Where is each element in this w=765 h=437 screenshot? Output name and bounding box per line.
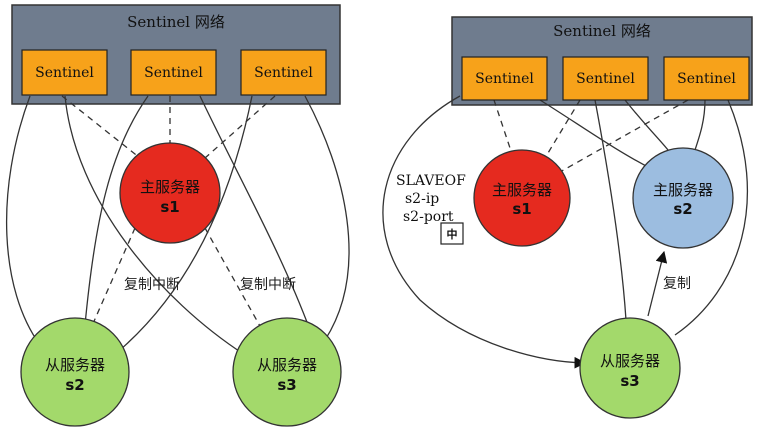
- left-sentinel3-s2-link: [119, 95, 253, 351]
- left-sentinel-2-label: Sentinel: [144, 65, 203, 81]
- right-sentinel3-s2-link: [694, 99, 706, 151]
- left-edges: [5, 95, 350, 356]
- left-edge-label-b: 复制中断: [240, 276, 296, 293]
- right-old-master-node: 主服务器 s1: [473, 149, 571, 247]
- right-sentinel1-s2-link: [539, 99, 651, 169]
- right-new-master-id: s2: [673, 200, 692, 218]
- right-sentinel-3-label: Sentinel: [677, 71, 736, 87]
- ime-indicator: 中: [440, 222, 464, 245]
- left-edge-label-a: 复制中断: [124, 276, 180, 293]
- right-s3-to-s2-replication-arrow: [647, 250, 668, 317]
- right-slave-s3-node: 从服务器 s3: [579, 317, 681, 419]
- right-sentinel-2: Sentinel: [562, 56, 649, 101]
- left-sentinel3-s3-link: [304, 95, 350, 341]
- right-replication-label: 复制: [663, 275, 691, 292]
- left-slave-s3-label: 从服务器: [257, 356, 317, 374]
- left-slave-s2-node: 从服务器 s2: [20, 317, 130, 427]
- right-slaveof-command: SLAVEOF s2-ip s2-port: [396, 173, 466, 225]
- left-panel-title: Sentinel 网络: [127, 13, 225, 31]
- right-old-master-id: s1: [512, 200, 531, 218]
- left-sentinel1-master-link: [61, 95, 141, 159]
- right-new-master-node: 主服务器 s2: [632, 147, 734, 249]
- right-slaveof-line-2: s2-ip: [405, 191, 439, 207]
- left-master-s2-broken-link: [87, 227, 136, 336]
- left-master-label: 主服务器: [140, 178, 200, 196]
- right-old-master-label: 主服务器: [492, 181, 552, 199]
- left-sentinel3-master-link: [204, 95, 276, 159]
- left-sentinel-3: Sentinel: [240, 49, 327, 96]
- right-slaveof-line-1: SLAVEOF: [396, 173, 466, 189]
- right-slave-s3-label: 从服务器: [600, 352, 660, 370]
- right-slave-s3-id: s3: [620, 372, 639, 390]
- right-diagram: Sentinel 网络 Sentinel Sentinel: [382, 16, 753, 419]
- left-sentinel1-s2-link: [5, 95, 41, 346]
- left-slave-s3-id: s3: [277, 376, 296, 394]
- left-sentinel-1-label: Sentinel: [35, 65, 94, 81]
- right-sentinel2-s1-link: [544, 99, 581, 159]
- left-master-s3-broken-link: [204, 227, 266, 336]
- right-edges: [382, 95, 748, 369]
- right-sentinel-1: Sentinel: [461, 56, 548, 101]
- right-sentinel-1-label: Sentinel: [475, 71, 534, 87]
- right-sentinel-3: Sentinel: [663, 56, 750, 101]
- left-sentinel2-s3-link: [199, 95, 311, 331]
- left-master-node: 主服务器 s1: [119, 142, 221, 244]
- left-sentinel-3-label: Sentinel: [254, 65, 313, 81]
- left-slave-s2-label: 从服务器: [45, 356, 105, 374]
- right-panel-title: Sentinel 网络: [553, 22, 651, 40]
- right-sentinel3-s1-link: [559, 99, 689, 173]
- left-sentinel2-s2-link: [84, 95, 149, 326]
- left-slave-s2-id: s2: [65, 376, 84, 394]
- left-diagram: Sentinel 网络 Sentinel Sentinel: [5, 4, 350, 427]
- left-sentinel-1: Sentinel: [21, 49, 108, 96]
- right-sentinel-2-label: Sentinel: [576, 71, 635, 87]
- left-sentinel1-s3-link: [64, 95, 246, 356]
- ime-indicator-label: 中: [447, 227, 458, 241]
- left-slave-s3-node: 从服务器 s3: [232, 317, 342, 427]
- left-sentinel-2: Sentinel: [130, 49, 217, 96]
- right-slaveof-command-arrow: [382, 95, 587, 369]
- right-sentinel2-s3-link: [594, 99, 627, 321]
- right-sentinel1-s1-link: [493, 99, 511, 149]
- right-sentinel3-s3-link: [674, 99, 748, 336]
- right-slaveof-line-3: s2-port: [403, 209, 454, 225]
- left-master-id: s1: [160, 198, 179, 216]
- right-new-master-label: 主服务器: [653, 181, 713, 199]
- right-sentinel2-s2-link: [624, 99, 669, 151]
